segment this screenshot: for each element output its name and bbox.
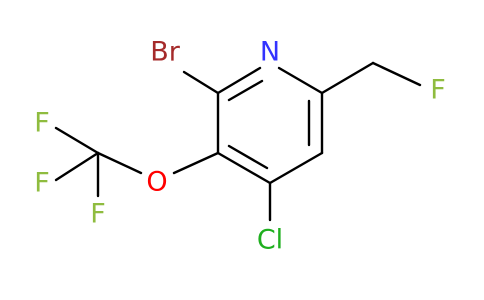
atom-label-br: Br xyxy=(150,37,181,68)
atom-label-f-methyl: F xyxy=(430,75,446,106)
atom-labels: N Br O Cl F F F F xyxy=(34,37,446,256)
bond-cf3-f1 xyxy=(54,126,100,155)
atom-label-cl: Cl xyxy=(257,225,283,256)
substituent-bonds xyxy=(54,61,422,222)
bond-ch2-f xyxy=(371,61,422,87)
bond-c4-c3 xyxy=(216,151,272,185)
bond-c6-ch2 xyxy=(320,61,375,95)
atom-label-n: N xyxy=(260,37,280,68)
bond-c2-br xyxy=(182,70,220,95)
bond-o-cf3 xyxy=(96,151,143,175)
bond-n-c6 xyxy=(277,66,324,95)
bond-c3-o xyxy=(172,151,220,175)
atom-label-f3: F xyxy=(90,199,106,230)
pyridine-ring xyxy=(216,66,324,185)
atom-label-f1: F xyxy=(34,108,50,139)
bond-c4-c3-inner xyxy=(227,144,269,170)
bond-c2-n-inner xyxy=(227,79,264,102)
bond-cf3-f2 xyxy=(54,151,100,182)
bond-c2-n xyxy=(216,66,262,95)
bond-c5-c4 xyxy=(268,151,324,185)
atom-label-o: O xyxy=(146,167,167,198)
atom-label-f2: F xyxy=(34,168,50,199)
